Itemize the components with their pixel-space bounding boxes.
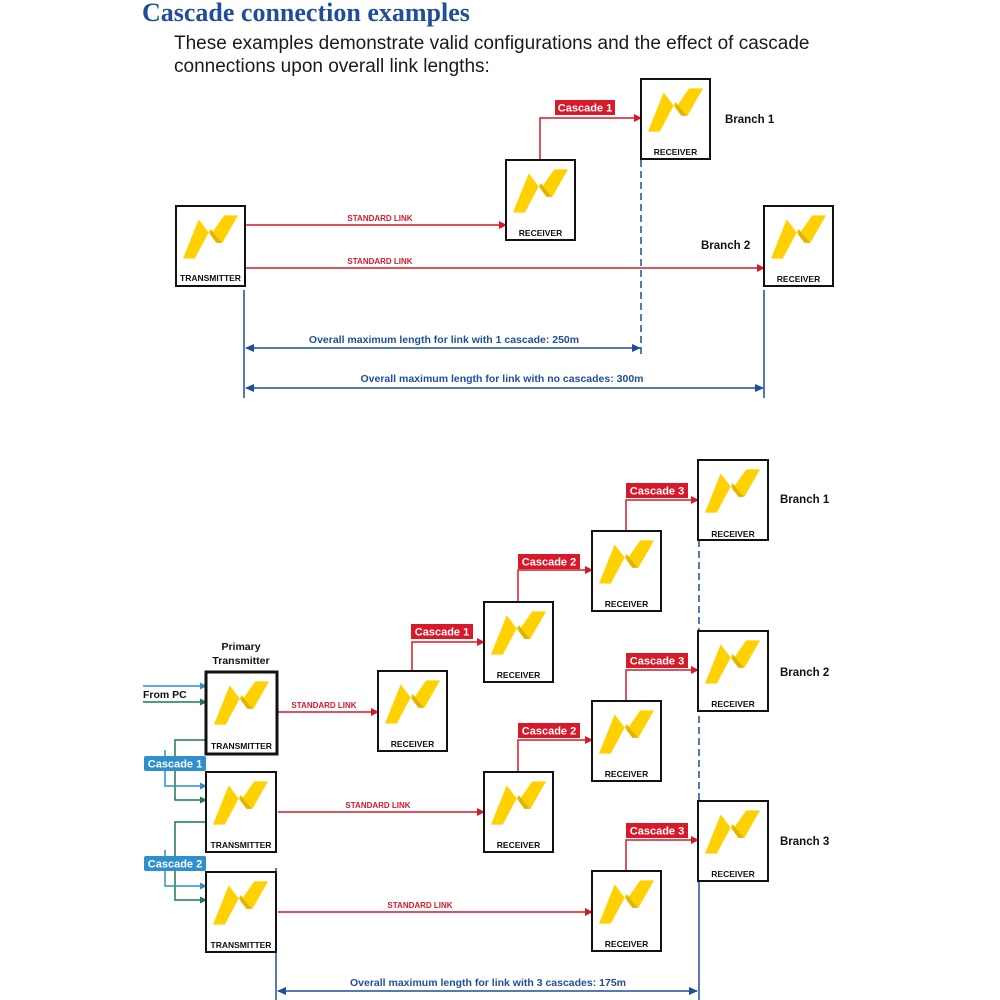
cascade-badge <box>626 483 688 498</box>
cascade-badge <box>518 554 580 569</box>
standard-link-label: STANDARD LINK <box>291 701 356 710</box>
receiver-device: RECEIVER <box>483 601 554 683</box>
cascade-link-arrow <box>625 836 699 870</box>
receiver-device: RECEIVER <box>591 870 662 952</box>
primary-transmitter-label: Transmitter <box>212 655 269 667</box>
standard-link-label: STANDARD LINK <box>387 901 452 910</box>
device-label: RECEIVER <box>711 869 754 879</box>
receiver-device: RECEIVER <box>377 670 448 752</box>
device-label: RECEIVER <box>519 228 562 238</box>
device-label: TRANSMITTER <box>211 741 272 751</box>
cascade-badge-label: Cascade 3 <box>630 656 684 668</box>
device-label: RECEIVER <box>711 529 754 539</box>
device-label: RECEIVER <box>777 274 820 284</box>
receiver-device: RECEIVER <box>483 771 554 853</box>
primary-transmitter-device: TRANSMITTER <box>204 670 279 756</box>
receiver-device: RECEIVER <box>591 530 662 612</box>
device-label: TRANSMITTER <box>211 840 272 850</box>
cascade-link-arrow <box>625 496 699 530</box>
device-label: TRANSMITTER <box>180 273 241 283</box>
dimension-label-no-cascade: Overall maximum length for link with no … <box>360 373 643 385</box>
branch-1-label: Branch 1 <box>780 494 830 506</box>
device-label: RECEIVER <box>605 939 648 949</box>
branch-2-label: Branch 2 <box>701 240 750 252</box>
standard-link-label: STANDARD LINK <box>347 257 412 266</box>
device-label: RECEIVER <box>654 147 697 157</box>
receiver-device: RECEIVER <box>697 459 769 541</box>
tx-cascade-badge-label: Cascade 2 <box>148 859 202 871</box>
cascade-badge-label: Cascade 3 <box>630 826 684 838</box>
receiver-device: RECEIVER <box>697 630 769 712</box>
cascade-badge-label: Cascade 1 <box>558 103 612 115</box>
branch-3-label: Branch 3 <box>780 836 829 848</box>
receiver-device: RECEIVER <box>763 205 834 287</box>
receiver-device: RECEIVER <box>640 78 711 160</box>
standard-link-label: STANDARD LINK <box>345 801 410 810</box>
cascade-badge-label: Cascade 2 <box>522 557 576 569</box>
dimension-label-3-cascades: Overall maximum length for link with 3 c… <box>350 977 626 989</box>
cascade-badge <box>555 100 615 115</box>
primary-transmitter-label: Primary <box>221 641 260 653</box>
receiver-device: RECEIVER <box>505 159 576 241</box>
device-label: TRANSMITTER <box>211 940 272 950</box>
cascade-badge-label: Cascade 1 <box>415 627 469 639</box>
cascade-badge <box>518 723 580 738</box>
tx-cascade-badge <box>144 856 206 871</box>
device-label: RECEIVER <box>605 769 648 779</box>
dimension-label-1-cascade: Overall maximum length for link with 1 c… <box>309 334 579 346</box>
cascade-badge-label: Cascade 2 <box>522 726 576 738</box>
page-title: Cascade connection examples <box>142 0 470 27</box>
branch-1-label: Branch 1 <box>725 114 775 126</box>
from-pc-label: From PC <box>143 689 187 701</box>
cascade-link-arrow <box>411 638 485 670</box>
branch-2-label: Branch 2 <box>780 667 829 679</box>
device-label: RECEIVER <box>391 739 434 749</box>
device-label: RECEIVER <box>497 670 540 680</box>
cascade-badge <box>626 653 688 668</box>
diagram-2: Primary Transmitter From PC Cascade 1 Ca… <box>143 459 830 1000</box>
intro-text: These examples demonstrate valid configu… <box>174 33 810 77</box>
diagram-1: STANDARD LINK STANDARD LINK Cascade 1 TR… <box>175 78 834 398</box>
transmitter-device: TRANSMITTER <box>205 771 277 853</box>
cascade-link-arrow <box>539 114 642 160</box>
transmitter-device: TRANSMITTER <box>175 205 246 287</box>
cascade-badge <box>626 823 688 838</box>
cascade-badge-label: Cascade 3 <box>630 486 684 498</box>
cascade-link-arrow <box>625 666 699 700</box>
device-label: RECEIVER <box>711 699 754 709</box>
cascade-link-arrow <box>517 736 593 772</box>
device-label: RECEIVER <box>497 840 540 850</box>
cascade-badge <box>411 624 473 639</box>
cascade-link-arrow <box>517 566 593 602</box>
tx-cascade-badge-label: Cascade 1 <box>148 759 202 771</box>
receiver-device: RECEIVER <box>591 700 662 782</box>
device-label: RECEIVER <box>605 599 648 609</box>
transmitter-device: TRANSMITTER <box>205 871 277 953</box>
receiver-device: RECEIVER <box>697 800 769 882</box>
tx-cascade-badge <box>144 756 206 771</box>
standard-link-label: STANDARD LINK <box>347 214 412 223</box>
